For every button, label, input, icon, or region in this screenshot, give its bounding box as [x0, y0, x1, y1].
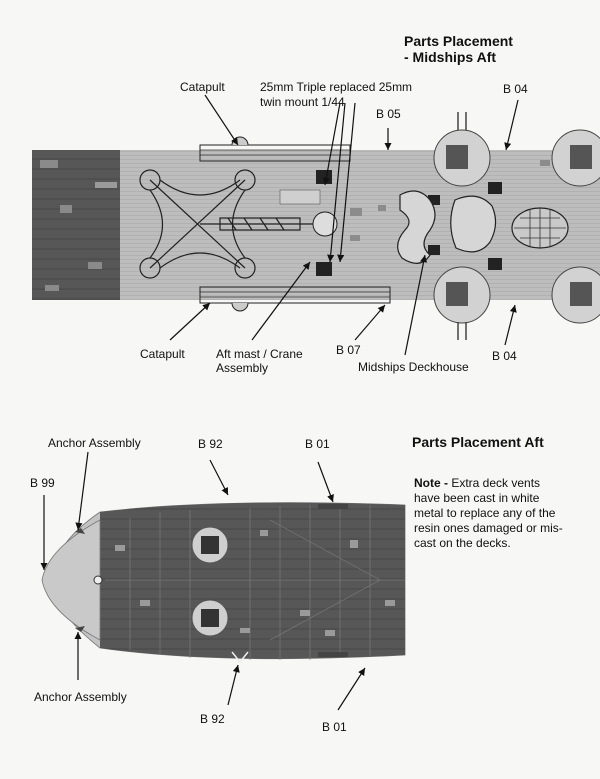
label-25mm-triple-line1: 25mm Triple replaced 25mm	[260, 80, 413, 94]
label-anchor-top: Anchor Assembly	[48, 436, 141, 450]
label-b07: B 07	[336, 343, 361, 357]
label-catapult-bottom: Catapult	[140, 347, 185, 361]
leader-lines-bottom	[40, 451, 366, 711]
label-b92-bottom: B 92	[200, 712, 225, 726]
label-b04-top: B 04	[503, 82, 528, 96]
note-heading: Note -	[414, 476, 448, 490]
label-b01-bottom: B 01	[322, 720, 347, 734]
title-midships-line1: Parts Placement	[404, 33, 513, 49]
label-b99: B 99	[30, 476, 55, 490]
label-aft-mast-line2: Assembly	[216, 361, 269, 375]
title-midships-line2: - Midships Aft	[404, 49, 497, 65]
label-aft-mast-line1: Aft mast / Crane	[216, 347, 303, 361]
aft-deck-plan	[41, 502, 406, 664]
label-b04-bottom: B 04	[492, 349, 517, 363]
label-b05: B 05	[376, 107, 401, 121]
note-block: Note - Extra deck vents have been cast i…	[414, 476, 564, 551]
leader-lines-top	[169, 94, 519, 356]
title-aft: Parts Placement Aft	[412, 434, 544, 450]
label-catapult-top: Catapult	[180, 80, 225, 94]
midships-deck-plan	[32, 112, 600, 340]
note-text: Extra deck vents have been cast in white…	[414, 476, 563, 550]
label-b01-top: B 01	[305, 437, 330, 451]
label-25mm-triple-line2: twin mount 1/44	[260, 95, 345, 109]
label-anchor-bottom: Anchor Assembly	[34, 690, 127, 704]
label-b92-top: B 92	[198, 437, 223, 451]
label-midships-deckhouse: Midships Deckhouse	[358, 360, 469, 374]
